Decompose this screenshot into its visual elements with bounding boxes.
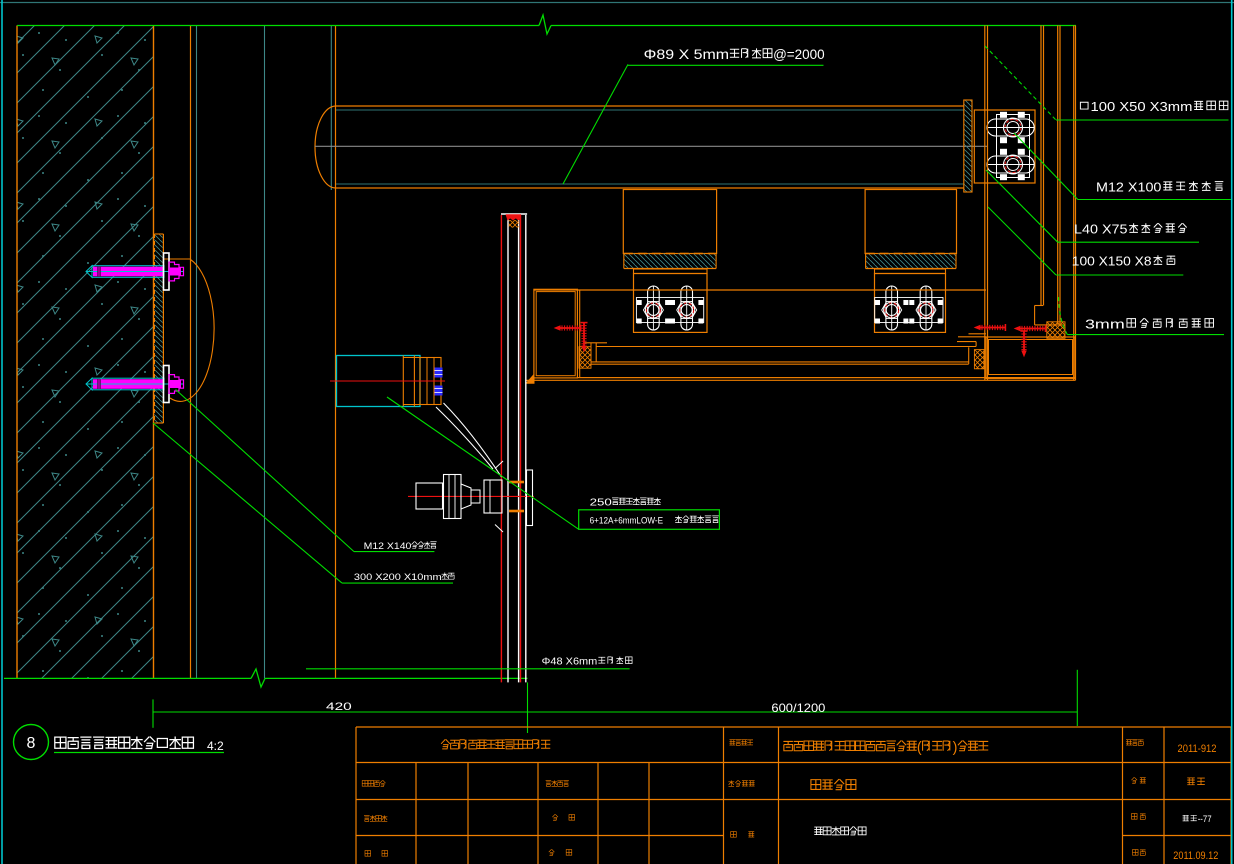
svg-text:100 X150 X8: 100 X150 X8 — [1072, 254, 1152, 269]
svg-text:250: 250 — [590, 498, 613, 509]
svg-text:4:2: 4:2 — [207, 739, 224, 753]
svg-text:--77: --77 — [1198, 814, 1212, 824]
svg-text:8: 8 — [27, 735, 36, 752]
svg-text:2011.09.12: 2011.09.12 — [1173, 850, 1218, 862]
svg-text:600/1200: 600/1200 — [771, 701, 825, 715]
svg-text:2011-912: 2011-912 — [1178, 743, 1217, 755]
svg-text:@=2000: @=2000 — [773, 47, 825, 62]
svg-text:Φ48 X6mm: Φ48 X6mm — [542, 657, 598, 668]
svg-text:420: 420 — [326, 701, 352, 713]
svg-text:M12 X140: M12 X140 — [364, 541, 412, 552]
svg-text:100 X50 X3mm: 100 X50 X3mm — [1091, 99, 1193, 114]
svg-text:Φ89 X 5mm: Φ89 X 5mm — [644, 47, 729, 62]
svg-text:M12 X100: M12 X100 — [1096, 180, 1161, 195]
svg-text:(: ( — [917, 740, 922, 756]
svg-text:L40 X75: L40 X75 — [1074, 222, 1128, 237]
svg-text:3mm: 3mm — [1085, 317, 1125, 332]
svg-text:300 X200 X10mm: 300 X200 X10mm — [354, 572, 442, 583]
svg-text:): ) — [953, 740, 958, 756]
svg-text:6+12A+6mmLOW-E: 6+12A+6mmLOW-E — [590, 516, 664, 526]
